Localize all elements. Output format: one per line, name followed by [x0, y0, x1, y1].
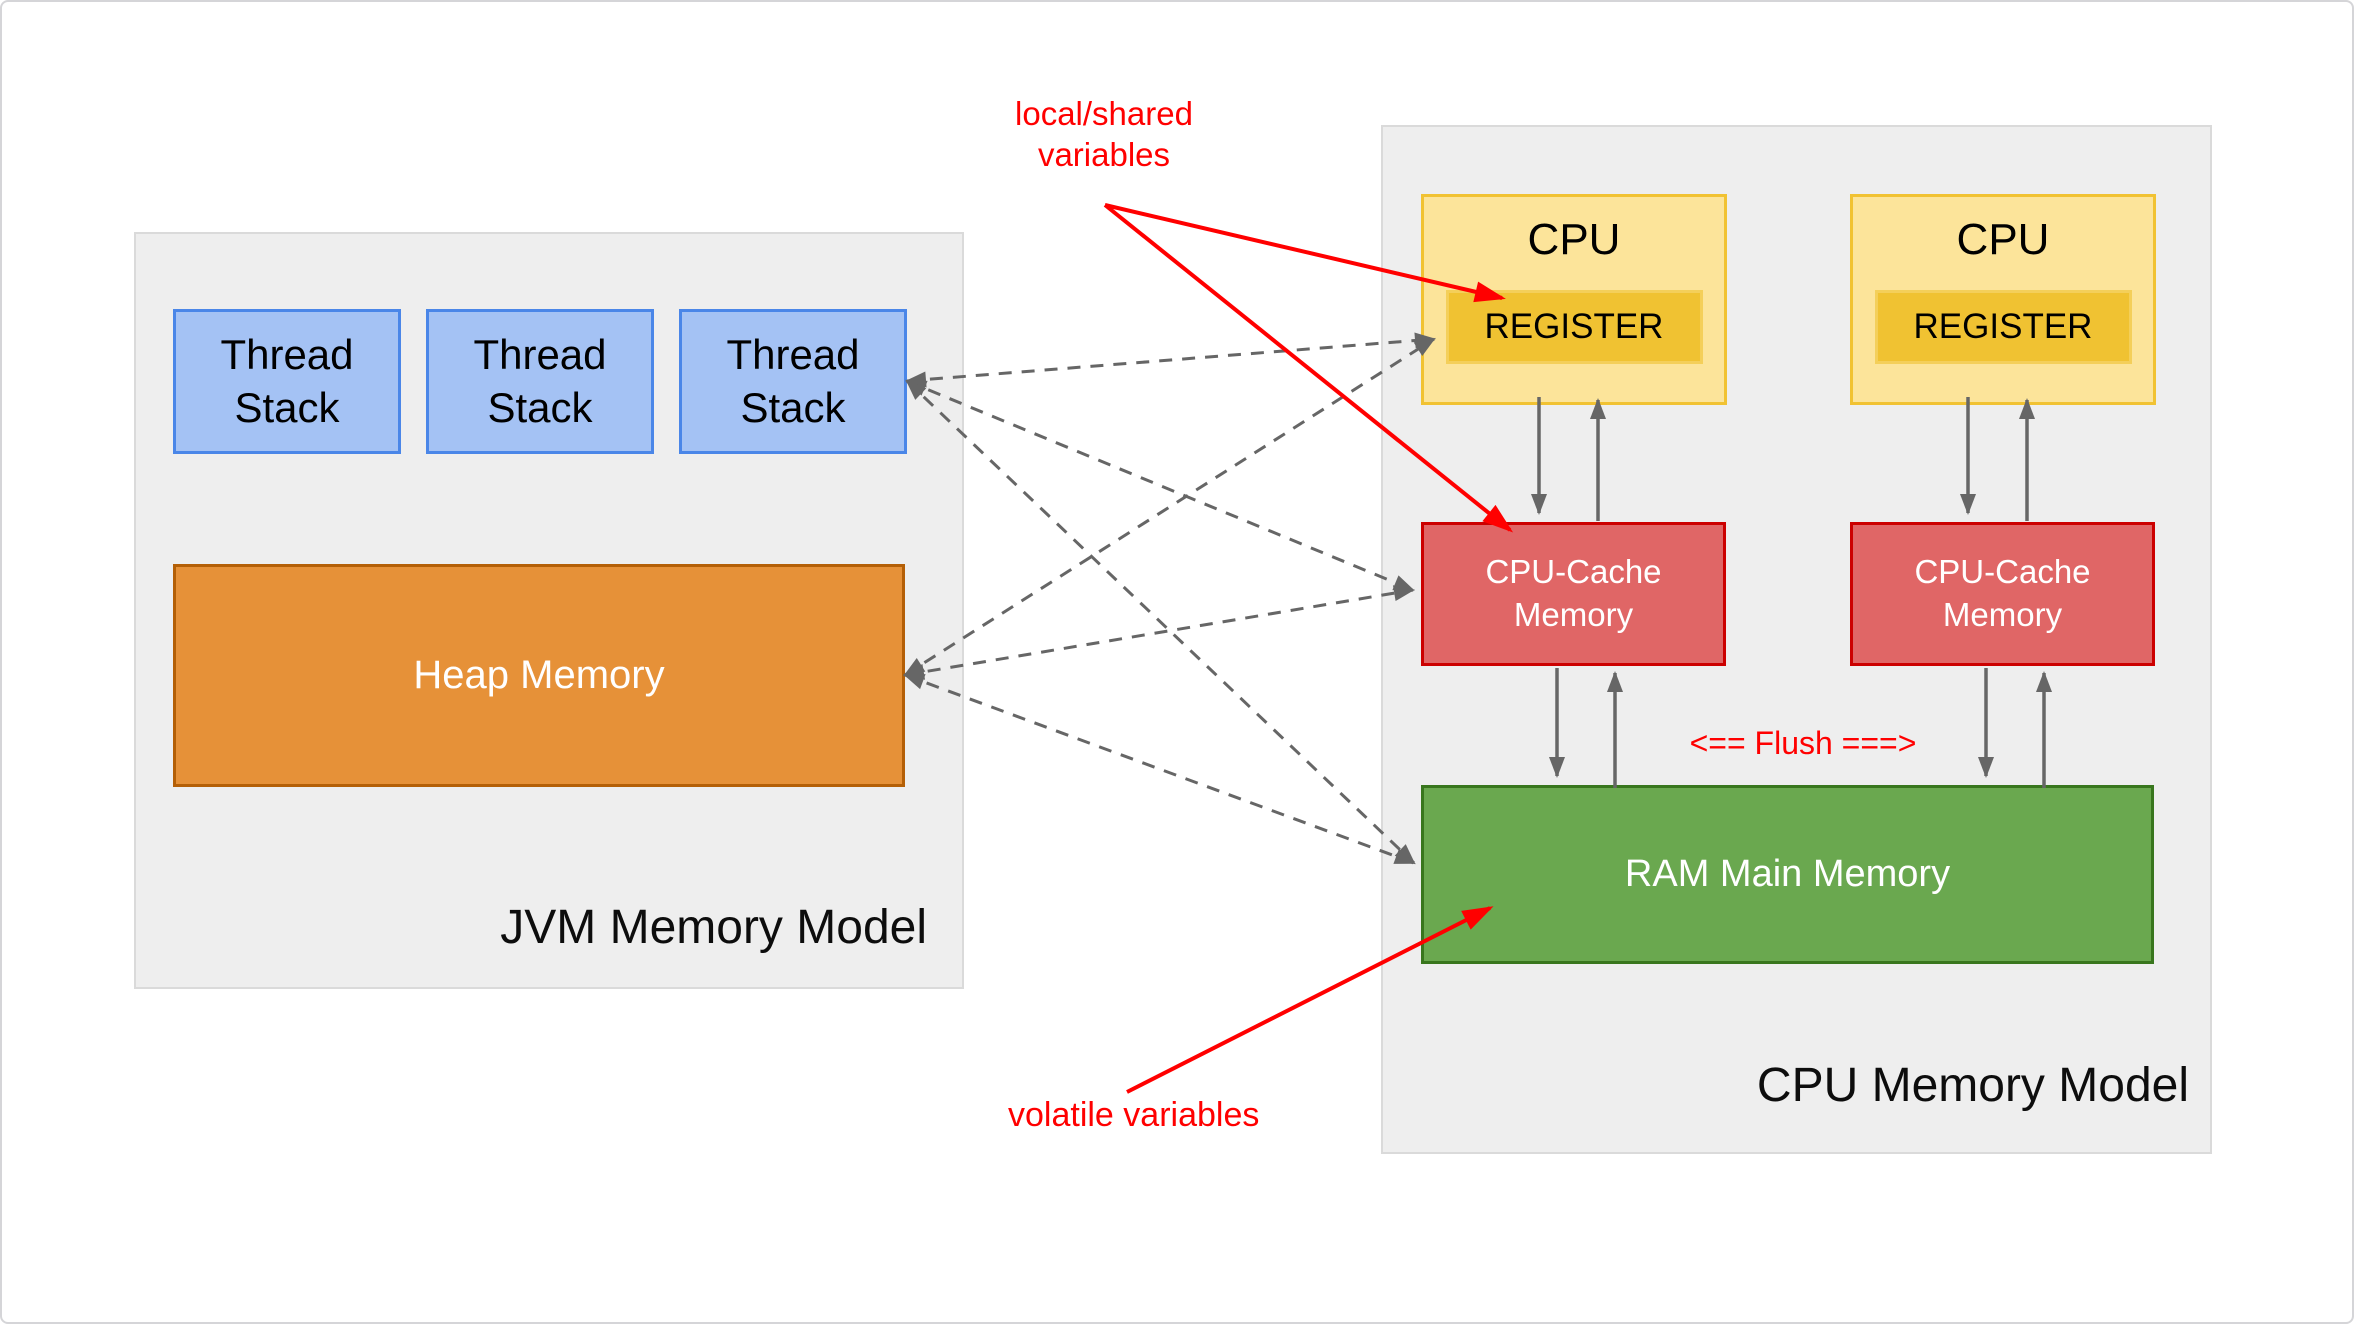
register-label: REGISTER	[1484, 306, 1664, 346]
register-box-1: REGISTER	[1445, 289, 1703, 364]
cpu-cache-box-2: CPU-Cache Memory	[1850, 522, 2155, 666]
thread-stack-label: Thread Stack	[220, 331, 354, 431]
register-label: REGISTER	[1913, 306, 2093, 346]
heap-memory-box: Heap Memory	[173, 564, 905, 787]
cpu-label: CPU	[1527, 215, 1621, 264]
dashed-arrow-thread-register	[905, 332, 1436, 388]
flush-annotation: <== Flush ===>	[1689, 725, 1917, 761]
local-shared-variables-annotation: local/shared variables	[952, 94, 1256, 176]
volatile-variables-annotation: volatile variables	[1008, 1096, 1260, 1134]
thread-stack-box-1: Thread Stack	[173, 309, 401, 454]
heap-memory-label: Heap Memory	[413, 653, 665, 697]
local-shared-line2: variables	[1037, 135, 1171, 173]
cpu-box-2: CPU REGISTER	[1850, 194, 2156, 405]
dashed-arrow-heap-register	[903, 337, 1436, 677]
cpu-memory-model-title: CPU Memory Model	[1756, 1059, 2189, 1112]
dashed-arrow-thread-cache	[905, 379, 1415, 592]
ram-main-memory-label: RAM Main Memory	[1624, 853, 1951, 895]
thread-stack-label: Thread Stack	[473, 331, 607, 431]
cpu-cache-box-1: CPU-Cache Memory	[1421, 522, 1726, 666]
cpu-cache-label: CPU-Cache Memory	[1914, 553, 2091, 633]
cpu-box-1: CPU REGISTER	[1421, 194, 1727, 405]
cpu-label: CPU	[1956, 215, 2050, 264]
jvm-memory-model-title: JVM Memory Model	[500, 901, 927, 954]
thread-stack-box-3: Thread Stack	[679, 309, 907, 454]
thread-stack-box-2: Thread Stack	[426, 309, 654, 454]
register-box-2: REGISTER	[1874, 289, 2132, 364]
thread-stack-label: Thread Stack	[726, 331, 860, 431]
cpu-cache-label: CPU-Cache Memory	[1485, 553, 1662, 633]
dashed-arrow-heap-cache	[903, 585, 1415, 680]
dashed-arrow-thread-ram	[905, 379, 1416, 865]
ram-main-memory-box: RAM Main Memory	[1421, 785, 2154, 964]
local-shared-line1: local/shared	[1015, 95, 1193, 132]
dashed-arrow-heap-ram	[903, 673, 1416, 865]
